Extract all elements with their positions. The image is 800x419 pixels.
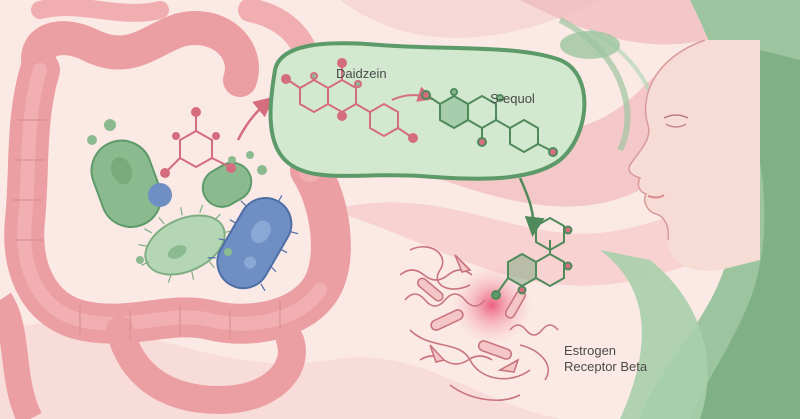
blue-rod-bacterium [207, 195, 299, 292]
arrow-down-curved [518, 177, 545, 237]
binding-site-glow [452, 265, 532, 345]
woman-profile [628, 39, 760, 271]
receptor-label-line1: Estrogen [564, 343, 616, 358]
free-isoflavone-molecule [160, 107, 236, 178]
green-rod-bacterium [90, 139, 163, 228]
green-small-bacterium [201, 161, 253, 208]
green-oval-bacterium [138, 204, 232, 283]
bound-s-equol-molecule [491, 216, 573, 300]
daidzein-label: Daidzein [336, 66, 387, 81]
s-equol-label: S-equol [490, 91, 535, 106]
estrogen-receptor-protein [399, 245, 559, 401]
receptor-label-line2: Receptor Beta [564, 359, 648, 374]
daidzein-molecule [281, 58, 418, 143]
arrow-right-curved [236, 96, 274, 141]
s-equol-molecule [421, 88, 558, 157]
bacteria-cluster [87, 119, 299, 292]
blue-coccus [148, 183, 172, 207]
conversion-capsule [268, 41, 587, 181]
bg-wave-top [340, 0, 600, 38]
